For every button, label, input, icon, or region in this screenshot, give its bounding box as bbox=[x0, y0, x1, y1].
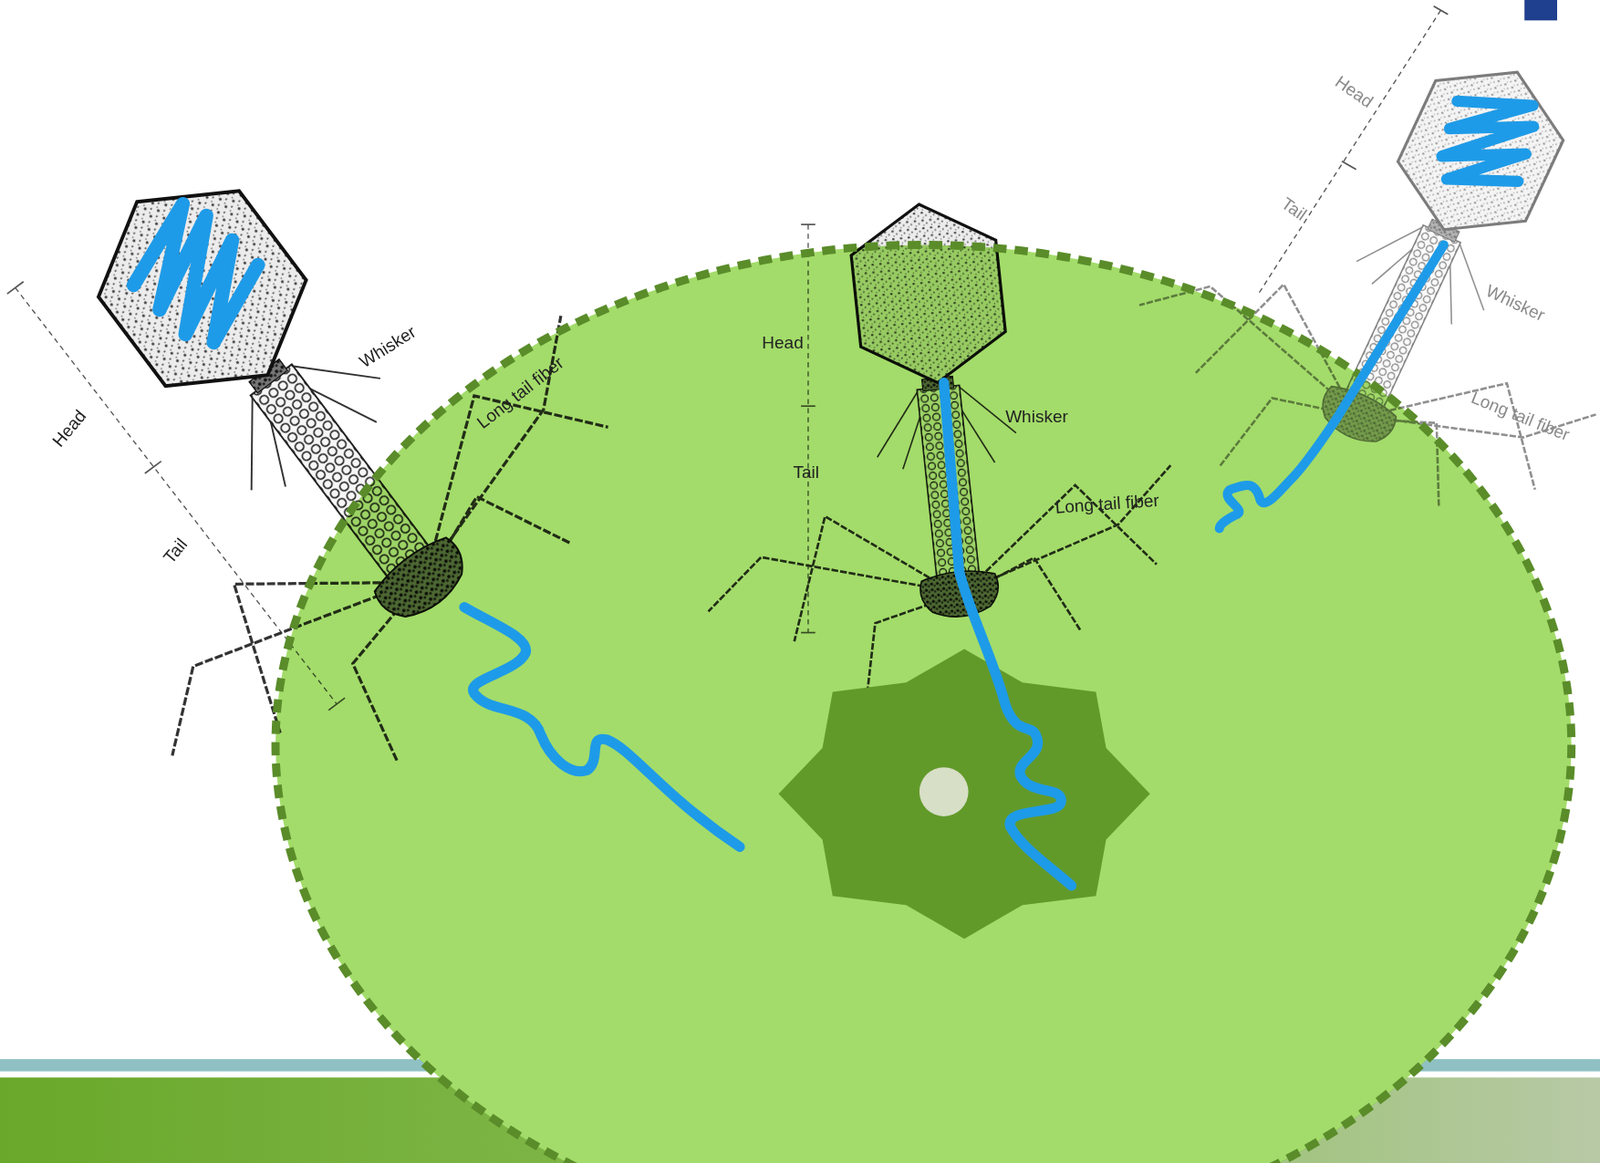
part-label: Head bbox=[1331, 72, 1376, 112]
bacterial-cell-lower bbox=[275, 1050, 1572, 1163]
injected-dna bbox=[1219, 244, 1445, 529]
part-label: Tail bbox=[1277, 194, 1310, 224]
part-label: Tail bbox=[792, 463, 820, 481]
part-label: Whisker bbox=[1483, 281, 1548, 324]
cell-membrane bbox=[275, 244, 1572, 1163]
dna-in-head bbox=[112, 189, 280, 361]
injected-dna bbox=[944, 382, 1072, 885]
part-label: Whisker bbox=[356, 322, 419, 372]
part-label: Head bbox=[49, 406, 90, 450]
part-label: Whisker bbox=[1005, 407, 1069, 426]
part-label: Head bbox=[761, 333, 803, 352]
dna-in-head bbox=[1425, 75, 1550, 208]
dna-strands bbox=[112, 75, 1550, 886]
eu-logo bbox=[1524, 0, 1558, 21]
nucleoid bbox=[779, 648, 1151, 939]
part-label: Tail bbox=[160, 535, 191, 567]
bacterial-cell bbox=[275, 244, 1572, 1163]
nucleolus-spot bbox=[919, 767, 969, 817]
injected-dna bbox=[464, 607, 740, 848]
